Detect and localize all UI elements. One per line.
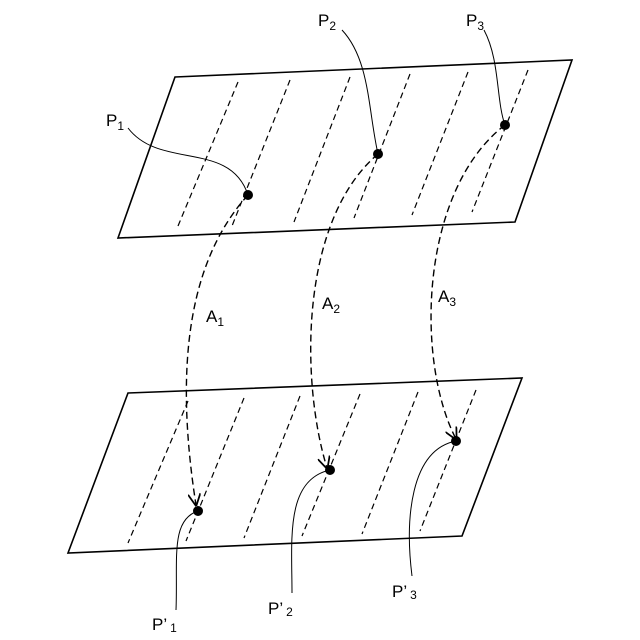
lower-plane [68, 378, 522, 553]
label-pp3: P’3 [392, 582, 417, 602]
point-pp1 [193, 506, 203, 516]
label-pp1: P’1 [152, 615, 177, 635]
label-p2: P2 [318, 11, 336, 33]
leader-pp2 [292, 470, 330, 593]
leader-p2 [342, 30, 378, 154]
leader-p3 [484, 30, 505, 125]
leader-p1 [128, 128, 248, 195]
arrow-a1 [186, 195, 248, 505]
point-p1 [243, 190, 253, 200]
label-a2: A2 [322, 294, 340, 316]
arrow-a2 [311, 154, 378, 468]
upper-plane [118, 60, 572, 238]
point-p3 [500, 120, 510, 130]
label-pp2: P’2 [268, 599, 293, 619]
point-p2 [373, 149, 383, 159]
leader-pp1 [176, 511, 198, 610]
label-p1: P1 [106, 111, 124, 133]
label-a1: A1 [206, 307, 224, 329]
label-a3: A3 [438, 287, 456, 309]
point-pp3 [451, 436, 461, 446]
point-pp2 [325, 465, 335, 475]
leader-pp3 [409, 441, 456, 576]
arrow-a3 [431, 125, 505, 439]
label-p3: P3 [466, 11, 484, 33]
